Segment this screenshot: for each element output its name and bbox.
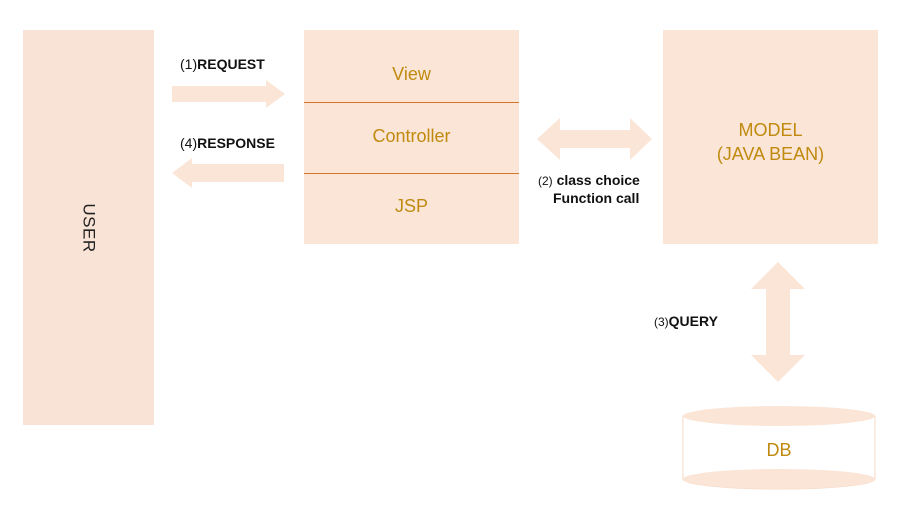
model-box: MODEL (JAVA BEAN) [663, 30, 878, 244]
class-choice-step: (2) [538, 174, 553, 188]
model-db-arrow [751, 262, 805, 382]
user-box [23, 30, 154, 425]
controller-model-arrow [537, 118, 652, 160]
class-choice-line2: Function call [553, 190, 640, 206]
jsp-label: JSP [394, 196, 428, 216]
mvc-stack: View Controller JSP [304, 30, 519, 244]
response-text: RESPONSE [197, 135, 275, 151]
response-step: (4) [180, 135, 198, 151]
query-text: QUERY [668, 313, 718, 329]
controller-label: Controller [372, 126, 451, 146]
class-choice-note: (2) class choice Function call [538, 172, 640, 207]
response-label: (4)RESPONSE [180, 135, 275, 151]
db-cylinder [682, 406, 876, 490]
view-divider [304, 102, 519, 103]
view-label: View [392, 64, 431, 84]
model-line2: (JAVA BEAN) [716, 144, 825, 164]
controller-divider [304, 173, 519, 174]
request-step: (1) [180, 56, 198, 72]
request-text: REQUEST [197, 56, 265, 72]
class-choice-line1: class choice [556, 172, 640, 188]
model-label: MODEL (JAVA BEAN) [663, 118, 878, 166]
request-label: (1)REQUEST [180, 56, 265, 72]
response-arrow [172, 158, 284, 188]
query-label: (3)QUERY [654, 313, 718, 329]
request-arrow [172, 80, 285, 108]
model-line1: MODEL [738, 120, 803, 140]
query-step: (3) [654, 315, 669, 329]
db-label: DB [766, 440, 792, 460]
